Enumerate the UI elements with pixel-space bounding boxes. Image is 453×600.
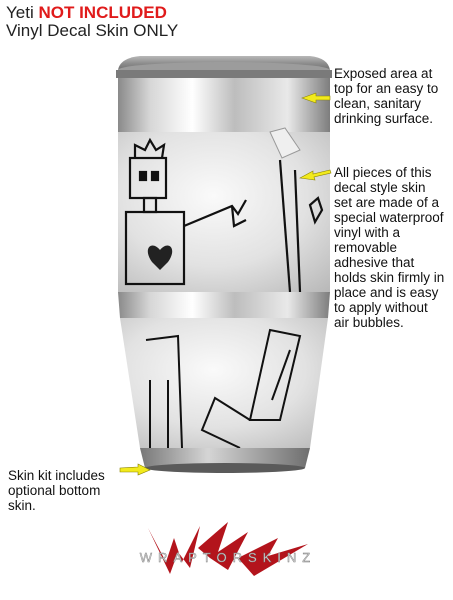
exposed-area-note: Exposed area at top for an easy to clean… (334, 66, 439, 126)
svg-text:WRAPTORSKINZ: WRAPTORSKINZ (140, 550, 317, 565)
exposed-metal-band (118, 78, 330, 132)
lower-skin-panel (120, 318, 328, 449)
tumbler-base (140, 448, 310, 468)
brand-text: Yeti (6, 3, 34, 22)
material-note: All pieces of this decal style skin set … (334, 165, 445, 330)
upper-skin-panel (118, 127, 330, 293)
not-included-text: NOT INCLUDED (38, 3, 167, 22)
wraptorskinz-logo: WRAPTORSKINZ (140, 522, 317, 576)
bottom-skin-note: Skin kit includes optional bottom skin. (8, 468, 105, 513)
header-subtitle: Vinyl Decal Skin ONLY (6, 20, 179, 40)
middle-metal-band (118, 292, 330, 318)
tumbler-lid (116, 56, 332, 78)
product-header: Yeti NOT INCLUDED Vinyl Decal Skin ONLY (6, 4, 178, 40)
pointer-arrows (119, 92, 332, 476)
header-line-1: Yeti NOT INCLUDED (6, 4, 178, 22)
